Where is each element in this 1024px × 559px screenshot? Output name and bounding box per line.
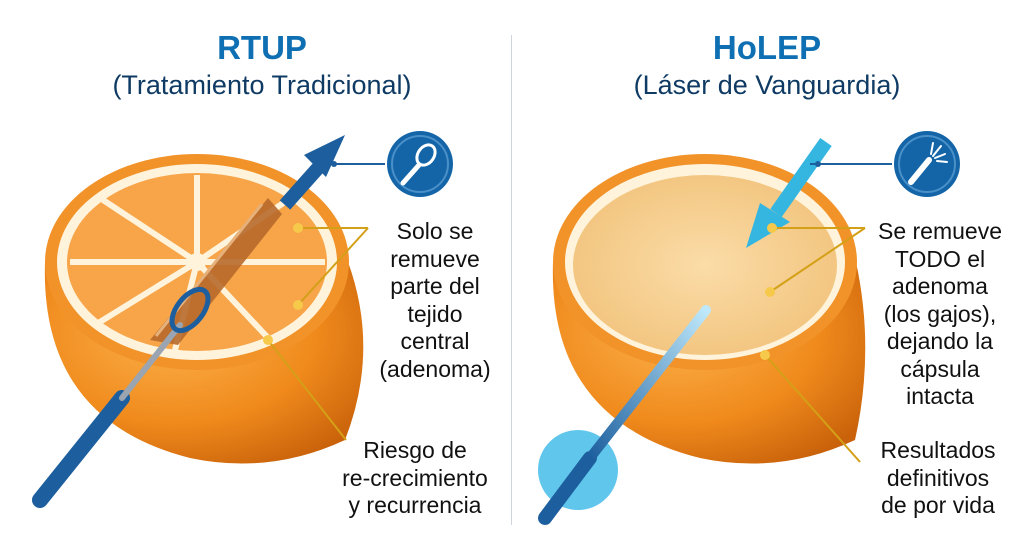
left-subtitle: (Tratamiento Tradicional)	[112, 70, 412, 100]
laser-fiber-icon	[894, 131, 960, 197]
laser-fiber-tool	[538, 305, 711, 525]
left-label-bottom: Riesgo de re-crecimiento y recurrencia	[342, 437, 488, 518]
right-title: HoLEP	[712, 29, 822, 66]
left-label-top: Solo se remueve parte del tejido central…	[379, 218, 491, 382]
left-callout-lines	[267, 227, 369, 441]
extraction-arrow	[279, 135, 345, 210]
right-subtitle: (Láser de Vanguardia)	[633, 70, 901, 100]
resectoscope-tool	[32, 286, 211, 508]
resection-channel	[150, 198, 282, 345]
left-orange	[44, 154, 364, 464]
left-title: RTUP	[217, 29, 307, 66]
loop-electrode-icon	[387, 131, 453, 197]
right-label-top: Se remueve TODO el adenoma (los gajos), …	[877, 218, 1002, 409]
right-callout-lines	[764, 227, 866, 463]
right-label-bottom: Resultados definitivos de por vida	[880, 437, 996, 518]
panel-divider	[511, 35, 512, 525]
